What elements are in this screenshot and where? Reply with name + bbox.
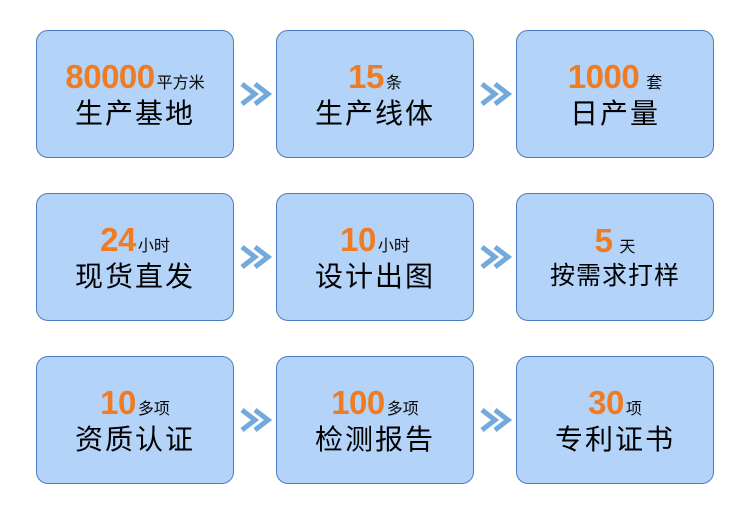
stat-card[interactable]: 10 多项 资质认证 — [36, 356, 234, 484]
stat-number: 100 — [331, 383, 385, 421]
stat-line: 100 多项 — [331, 386, 419, 419]
stat-label: 资质认证 — [74, 423, 195, 455]
stat-card[interactable]: 24 小时 现货直发 — [36, 193, 234, 321]
stat-line: 10 小时 — [340, 223, 410, 256]
stat-number: 24 — [100, 220, 136, 258]
stat-row: 10 多项 资质认证 100 多项 检测报告 — [36, 356, 714, 484]
stat-unit: 多项 — [386, 400, 419, 418]
stat-line: 80000 平方米 — [65, 60, 204, 93]
stat-label: 设计出图 — [314, 260, 435, 292]
stat-label: 现货直发 — [74, 260, 195, 292]
stat-card[interactable]: 5 天 按需求打样 — [516, 193, 714, 321]
stat-label: 生产线体 — [314, 97, 435, 129]
stat-unit: 多项 — [137, 400, 170, 418]
stat-unit: 小时 — [137, 237, 170, 255]
stat-line: 5 天 — [595, 224, 636, 257]
double-chevron-right-icon — [474, 30, 516, 158]
stat-label: 按需求打样 — [549, 262, 680, 291]
stat-number: 1000 — [567, 57, 640, 95]
stat-unit: 天 — [619, 239, 636, 257]
stat-row: 24 小时 现货直发 10 小时 设计出图 — [36, 193, 714, 321]
stat-line: 10 多项 — [100, 386, 170, 419]
stat-line: 15 条 — [348, 60, 402, 93]
stat-row: 80000 平方米 生产基地 15 条 生产线体 — [36, 30, 714, 158]
stat-label: 生产基地 — [74, 97, 195, 129]
stat-number: 80000 — [65, 57, 155, 95]
stat-unit: 项 — [625, 400, 642, 418]
double-chevron-right-icon — [474, 193, 516, 321]
stat-label: 日产量 — [569, 97, 660, 129]
stat-card[interactable]: 10 小时 设计出图 — [276, 193, 474, 321]
double-chevron-right-icon — [234, 30, 276, 158]
stat-number: 10 — [340, 220, 376, 258]
stat-number: 10 — [100, 383, 136, 421]
stat-number: 15 — [348, 57, 384, 95]
stat-card[interactable]: 15 条 生产线体 — [276, 30, 474, 158]
stat-label: 专利证书 — [554, 423, 675, 455]
stat-unit: 条 — [385, 74, 402, 92]
stat-unit: 套 — [646, 74, 663, 92]
stat-card[interactable]: 80000 平方米 生产基地 — [36, 30, 234, 158]
stat-unit: 小时 — [377, 237, 410, 255]
double-chevron-right-icon — [234, 193, 276, 321]
stat-card[interactable]: 1000 套 日产量 — [516, 30, 714, 158]
double-chevron-right-icon — [234, 356, 276, 484]
double-chevron-right-icon — [474, 356, 516, 484]
stat-unit: 平方米 — [156, 74, 205, 92]
stat-number: 5 — [594, 222, 613, 260]
stat-card[interactable]: 30 项 专利证书 — [516, 356, 714, 484]
stat-line: 24 小时 — [100, 223, 170, 256]
stat-label: 检测报告 — [314, 423, 435, 455]
stat-line: 30 项 — [588, 386, 642, 419]
stat-line: 1000 套 — [568, 60, 662, 93]
stat-card[interactable]: 100 多项 检测报告 — [276, 356, 474, 484]
stat-number: 30 — [588, 383, 624, 421]
